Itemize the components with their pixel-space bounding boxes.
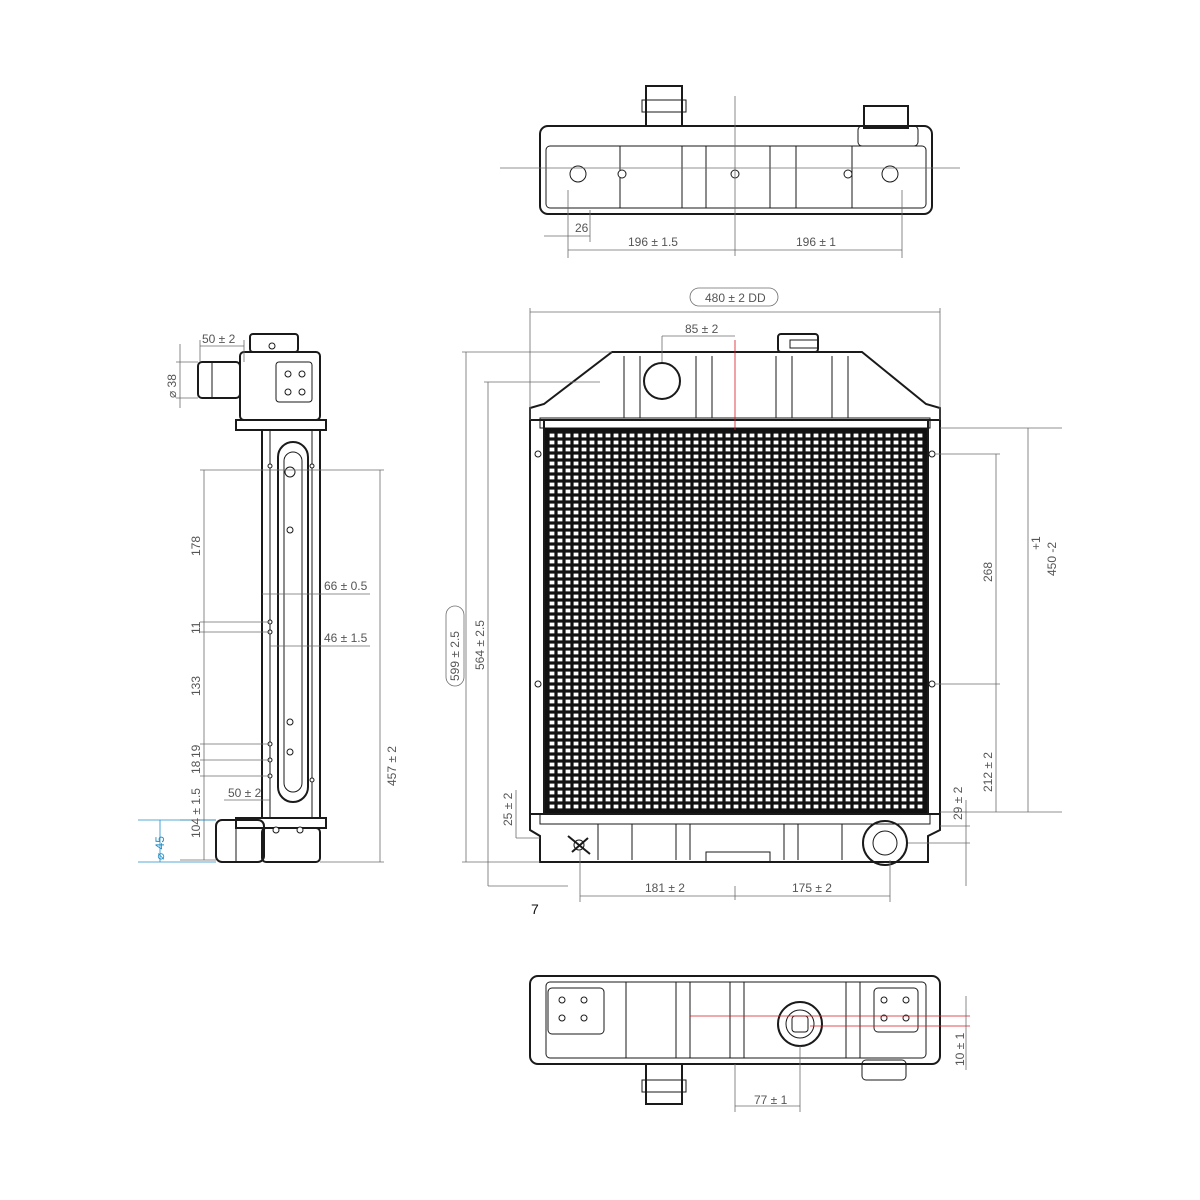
- dim-side-104: 104 ± 1.5: [189, 788, 203, 838]
- dim-front-268: 268: [981, 562, 995, 582]
- side-view: 50 ± 2 ⌀ 38 178 66 ± 0.5 11 46 ± 1.5 133…: [138, 332, 399, 863]
- bottom-view: 77 ± 1 10 ± 1: [529, 975, 970, 1112]
- dim-front-599: 599 ± 2.5: [448, 631, 462, 681]
- dim-side-178: 178: [189, 536, 203, 556]
- dim-front-175: 175 ± 2: [792, 881, 832, 895]
- dim-top-26: 26: [575, 221, 589, 235]
- dim-top-196-right: 196 ± 1: [796, 235, 836, 249]
- dim-front-450-tolerance: +1: [1029, 536, 1043, 550]
- front-view: 480 ± 2 DD 85 ± 2 599 ± 2.5 564 ± 2.5 26…: [445, 287, 1062, 917]
- dim-front-564: 564 ± 2.5: [473, 620, 487, 670]
- dim-side-50-bottom: 50 ± 2: [228, 786, 262, 800]
- dim-side-d38: ⌀ 38: [165, 374, 179, 398]
- dim-side-18: 18: [189, 760, 203, 774]
- dim-bottom-77: 77 ± 1: [754, 1093, 788, 1107]
- dim-front-212: 212 ± 2: [981, 752, 995, 792]
- dim-side-d45: ⌀ 45: [153, 836, 167, 860]
- top-view: 26 196 ± 1.5 196 ± 1: [500, 85, 960, 258]
- dim-side-457: 457 ± 2: [385, 746, 399, 786]
- dim-side-46: 46 ± 1.5: [324, 631, 368, 645]
- dim-bottom-10: 10 ± 1: [953, 1032, 967, 1066]
- dim-top-196-left: 196 ± 1.5: [628, 235, 678, 249]
- dim-front-85: 85 ± 2: [685, 322, 719, 336]
- dim-side-133: 133: [189, 676, 203, 696]
- dim-side-66: 66 ± 0.5: [324, 579, 368, 593]
- dim-side-19: 19: [189, 744, 203, 758]
- dim-front-width: 480 ± 2 DD: [705, 291, 766, 305]
- dim-side-50-top: 50 ± 2: [202, 332, 236, 346]
- dim-front-25: 25 ± 2: [501, 792, 515, 826]
- view-number: 7: [531, 901, 539, 917]
- dim-side-11: 11: [189, 621, 203, 634]
- dim-front-29: 29 ± 2: [951, 786, 965, 820]
- dim-front-181: 181 ± 2: [645, 881, 685, 895]
- dim-front-450: 450 -2: [1045, 542, 1059, 576]
